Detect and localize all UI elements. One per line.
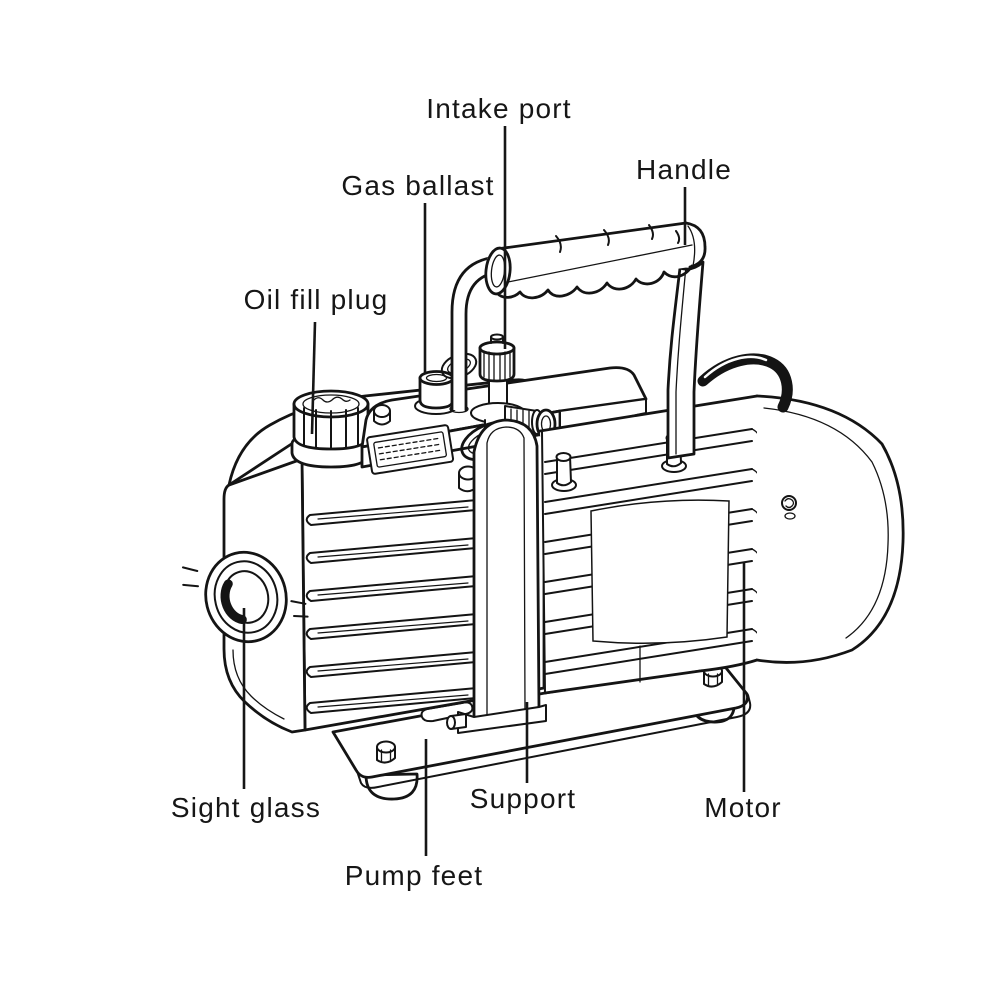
label-oil-fill-plug: Oil fill plug: [243, 284, 389, 315]
motor-bottom-edge: [543, 658, 759, 695]
label-motor: Motor: [704, 792, 782, 823]
spec-label-plate: [366, 424, 455, 475]
leader-oil-fill-plug: [310, 321, 317, 435]
label-support: Support: [469, 783, 577, 814]
support-foot: [457, 704, 547, 734]
label-pump-feet: Pump feet: [344, 860, 484, 891]
label-handle: Handle: [636, 154, 732, 185]
motor-terminal-stud-left: [551, 452, 577, 492]
body-corner-contour: [232, 649, 285, 720]
sight-glass-window: [181, 550, 309, 644]
handle-grip: [484, 221, 707, 300]
label-sight-glass: Sight glass: [170, 792, 322, 823]
support-foot-pin: [446, 713, 467, 730]
power-cord: [697, 353, 793, 413]
deck-screw: [373, 404, 391, 426]
dome-screw: [781, 495, 797, 520]
hex-bolt-left: [376, 740, 396, 764]
leader-lines: [242, 126, 746, 856]
motor-mount-line: [639, 645, 703, 683]
cap-logo-squiggle: [312, 396, 351, 403]
support-bracket: [446, 418, 547, 734]
motor-end-dome: [755, 394, 905, 664]
motor-left-edge: [541, 431, 546, 694]
motor-top-edge: [538, 394, 759, 433]
label-intake-port: Intake port: [426, 93, 572, 124]
handle-right-bracket: [666, 260, 705, 460]
power-cord-highlight: [703, 355, 768, 379]
dome-inner-arc: [763, 407, 889, 639]
oil-fill-cap: [290, 389, 372, 469]
base-plate-edge: [356, 694, 752, 789]
label-gas-ballast: Gas ballast: [341, 170, 495, 201]
motor-assembly: [538, 353, 905, 695]
motor-nameplate: [590, 499, 730, 644]
